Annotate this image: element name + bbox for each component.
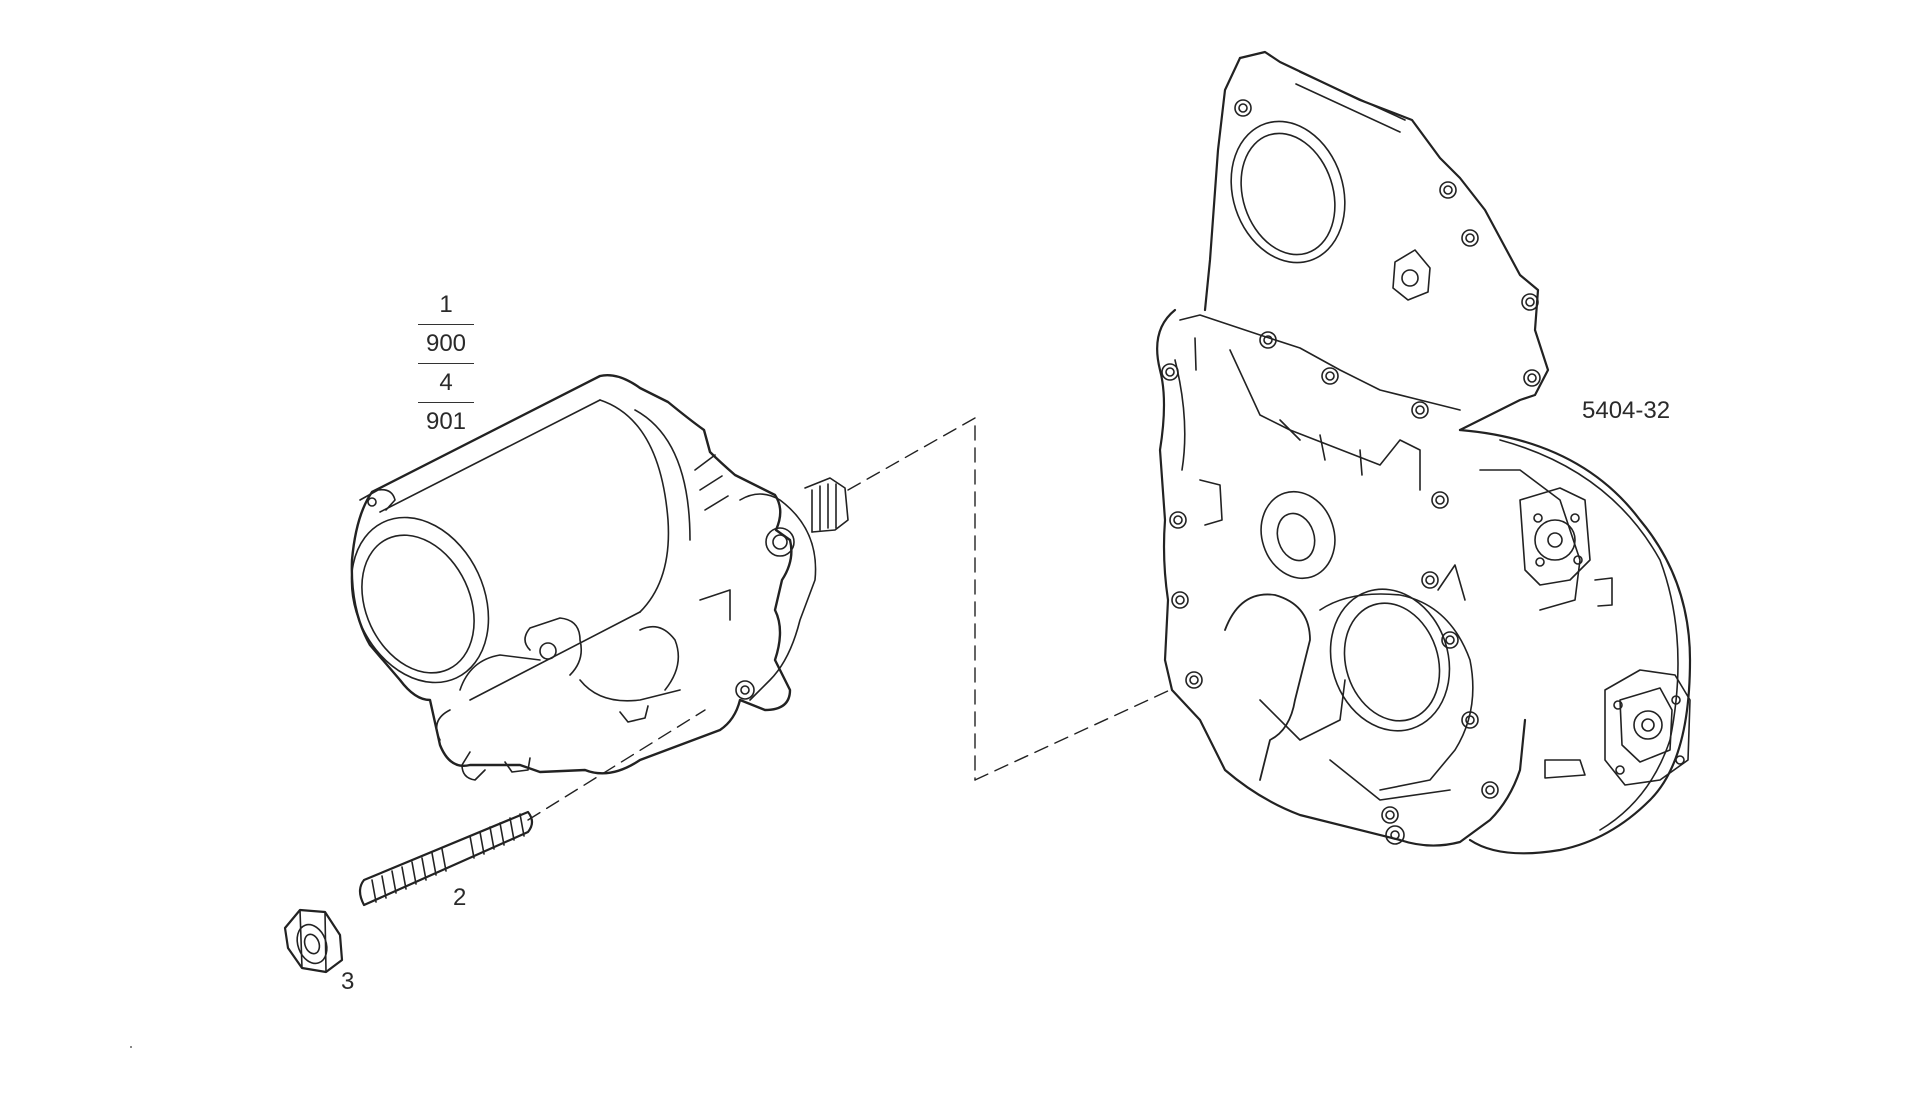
callout-4-denominator: 901 <box>425 408 467 435</box>
fraction-bar <box>418 402 474 403</box>
callout-part-2: 2 <box>453 884 467 911</box>
diagram-reference-code: 5404-32 <box>1582 397 1671 424</box>
callout-1-numerator: 1 <box>439 291 453 318</box>
threaded-stud <box>358 810 534 907</box>
callout-part-1-4: 1 900 4 901 <box>416 286 476 441</box>
callout-4-numerator: 4 <box>439 369 453 396</box>
callout-part-3: 3 <box>341 968 355 995</box>
fraction-bar <box>418 363 474 364</box>
starter-motor <box>350 374 849 781</box>
callout-1-denominator: 900 <box>425 330 467 357</box>
stray-mark <box>130 1046 132 1048</box>
engine-timing-housing <box>1156 50 1692 855</box>
fraction-bar <box>418 324 474 325</box>
assembly-guide-lines <box>527 417 1171 821</box>
hex-nut <box>283 908 344 974</box>
